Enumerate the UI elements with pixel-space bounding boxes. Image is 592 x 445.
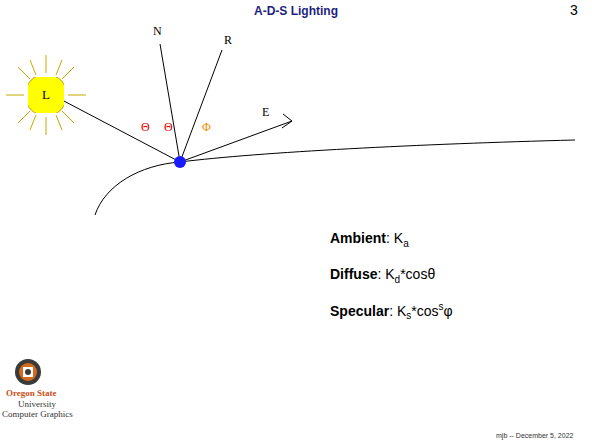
vectors [62,44,292,162]
formula-index: s [439,301,444,312]
formula-text: *cos [411,303,438,319]
lighting-term: Ambient: Ka [330,230,409,249]
slide-number: 3 [570,2,578,18]
lighting-term: Specular: Ks*cossφ [330,301,453,321]
vector-label: N [153,24,162,39]
sun-rays [6,55,86,135]
lighting-term: Diffuse: Kd*cosθ [330,266,435,285]
surface-curve [95,140,575,215]
logo-text: University [18,399,56,409]
angle-label: Θ [164,120,173,135]
footer-text: mjb -- December 5, 2022 [496,432,573,439]
formula-text: : K [377,266,394,282]
formula-index: s [406,310,411,321]
vector-label: R [224,33,232,48]
light-source: L [28,77,64,113]
surface-point [174,156,186,168]
logo-text: Oregon State [6,388,57,398]
vector-label: E [262,105,269,120]
light-label: L [42,87,50,103]
formula-index: a [403,238,409,249]
term-name: Specular [330,303,389,319]
university-logo [15,359,41,385]
term-name: Ambient [330,230,386,246]
angle-label: Θ [141,120,150,135]
slide-title: A-D-S Lighting [0,4,592,18]
formula-text: *cosθ [400,266,435,282]
formula-text: φ [444,303,453,319]
angle-label: Φ [202,120,211,135]
logo-text: Computer Graphics [2,409,73,419]
formula-index: d [395,274,401,285]
formula-text: : K [389,303,406,319]
term-name: Diffuse [330,266,377,282]
formula-text: : K [386,230,403,246]
